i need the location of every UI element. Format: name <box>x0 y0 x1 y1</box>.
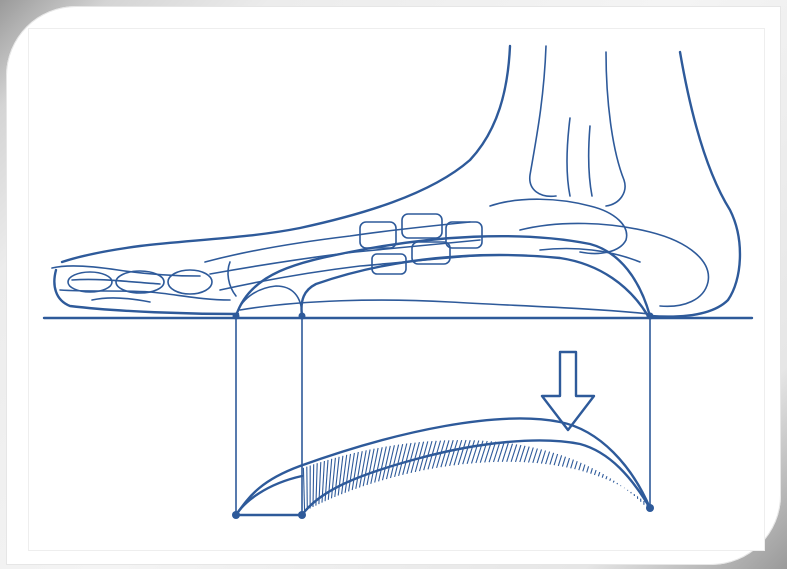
insole-hatch-line <box>524 447 529 463</box>
arch-curve-inner <box>302 255 648 316</box>
down-arrow-icon <box>542 352 594 430</box>
insole-hatch-line <box>403 443 411 475</box>
insole-hatch-line <box>550 453 554 465</box>
insole-hatch-line <box>579 463 581 470</box>
insole-point-midfoot <box>298 511 306 519</box>
insole-hatch-line <box>407 443 415 474</box>
insole-hatch-line <box>613 481 614 483</box>
insole-hatch-line <box>303 468 304 512</box>
insole-hatch-line <box>356 451 362 489</box>
insole-hatch-line <box>583 465 585 472</box>
insole-hatch-line <box>307 467 308 510</box>
insole-hatch-line <box>328 459 331 500</box>
insole-hatch-line <box>450 440 458 466</box>
insole-hatch-line <box>476 441 483 463</box>
insole-hatch-line <box>371 448 378 484</box>
insole-hatch-line <box>587 466 589 472</box>
insole-hatch-line <box>520 446 525 462</box>
insole-hatch-line <box>360 450 367 487</box>
insole-hatch-line <box>533 449 538 463</box>
foot-skeleton-icon <box>52 46 740 317</box>
insole-hatch-line <box>602 474 603 478</box>
insole-hatch-line <box>537 449 541 463</box>
insole-hatch-line <box>598 472 599 476</box>
insole-hatch-line <box>399 444 407 476</box>
insole-hatch-line <box>562 457 565 467</box>
insole-hatch-line <box>621 486 622 487</box>
insole-hatch-line <box>541 451 545 464</box>
insole-hatch-line <box>591 468 593 474</box>
insole-hatch-line <box>595 470 597 475</box>
insole-hatch-line <box>610 479 611 481</box>
insole-hatch-line <box>463 440 471 464</box>
insole-hatch-line <box>383 446 391 480</box>
arch-support-insole-icon <box>236 419 650 515</box>
insole-hatch-line <box>617 483 618 484</box>
insole-hatch-line <box>575 461 578 469</box>
insole-hatch-line <box>375 447 383 482</box>
insole-hatch-line <box>379 447 387 482</box>
insole-hatch-line <box>467 440 474 464</box>
arch-curve-toe <box>236 286 302 316</box>
insole-hatch-line <box>606 476 607 479</box>
insole-hatch-line <box>387 445 395 479</box>
insole-hatch-line <box>445 440 453 466</box>
insole-hatch-line <box>391 445 399 478</box>
insole-point-forefoot <box>232 511 240 519</box>
insole-hatch-line <box>567 458 570 467</box>
insole-hatch-line <box>546 452 550 465</box>
insole-hatch-line <box>454 440 462 465</box>
insole-hatch-line <box>529 448 534 463</box>
insole-hatch-line <box>313 464 314 507</box>
insole-hatch-line <box>363 450 370 487</box>
insole-hatch-line <box>554 454 558 465</box>
insole-point-heel <box>646 504 654 512</box>
insole-hatch-line <box>352 452 358 490</box>
insole-hatch-line <box>395 444 403 477</box>
insole-hatch-line <box>571 460 574 469</box>
insole-hatch-line <box>367 449 374 485</box>
insole-hatch-line <box>458 440 466 465</box>
arch-curve-outer <box>236 236 650 316</box>
insole-hatch-line <box>558 455 561 466</box>
insole-hatch-line <box>325 460 328 501</box>
insole-hatch-line <box>472 441 479 464</box>
